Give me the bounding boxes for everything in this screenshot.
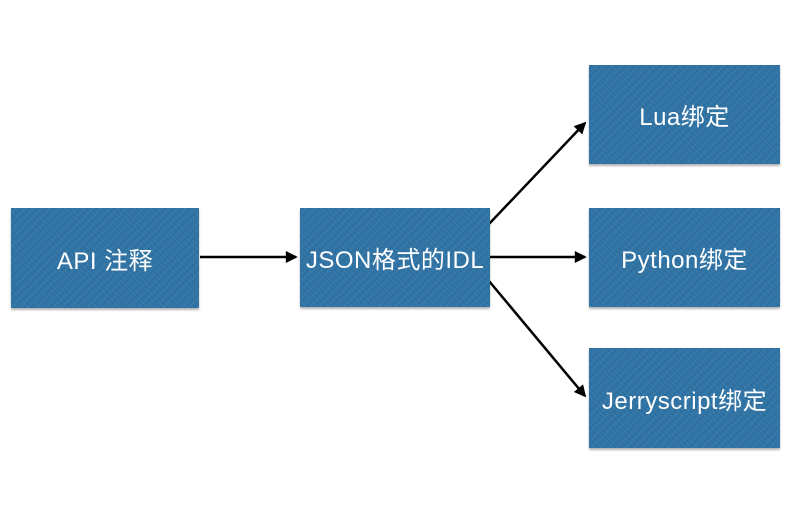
node-lua-binding: Lua绑定 [589,65,780,164]
edge-idl-to-jerryscript [488,280,587,398]
node-lua-binding-label: Lua绑定 [639,104,730,131]
node-jerryscript-binding: Jerryscript绑定 [589,348,780,448]
node-jerryscript-binding-label: Jerryscript绑定 [601,387,768,415]
node-python-binding: Python绑定 [589,208,780,307]
edge-idl-to-lua [488,121,587,225]
node-api-annotation-label: API 注释 [56,247,154,275]
node-python-binding-label: Python绑定 [621,247,748,274]
node-json-idl: JSON格式的IDL [300,208,490,307]
node-api-annotation: API 注释 [11,208,199,308]
node-json-idl-label: JSON格式的IDL [305,247,485,274]
